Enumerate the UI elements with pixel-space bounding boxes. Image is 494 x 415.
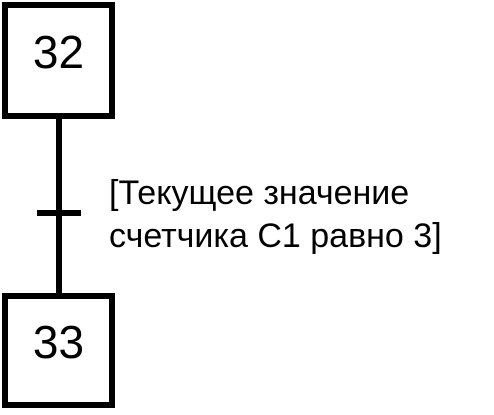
transition-condition-line-2: счетчика C1 равно 3] (109, 217, 442, 255)
transition-condition-line-1: [Текущее значение (109, 174, 410, 212)
step-33-box: 33 (2, 293, 115, 408)
transition-bar (37, 210, 81, 216)
directed-link (56, 118, 62, 294)
step-32-box: 32 (2, 2, 115, 119)
transition-condition: [Текущее значение счетчика C1 равно 3] (109, 172, 442, 258)
step-33-number: 33 (32, 315, 85, 368)
step-32-number: 32 (32, 25, 85, 78)
